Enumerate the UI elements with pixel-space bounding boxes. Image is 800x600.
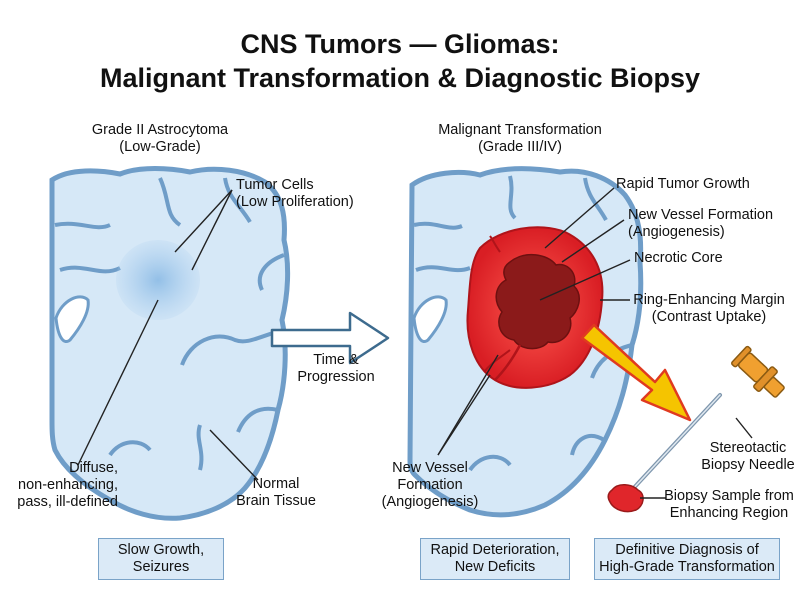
right-brain	[407, 166, 644, 518]
needle-line2: Biopsy Needle	[701, 457, 795, 473]
new-vessel-line1: New Vessel Formation	[628, 207, 774, 223]
title-line-1: CNS Tumors — Gliomas:	[240, 29, 560, 59]
rapid-deterioration-line1: Rapid Deterioration,	[430, 542, 560, 558]
vessel-bottom-line2: Formation	[397, 477, 463, 493]
diffuse-label: Diffuse, non-enhancing, pass, ill-define…	[8, 460, 118, 511]
diffuse-line3: pass, ill-defined	[17, 494, 118, 510]
diffuse-line1: Diffuse,	[69, 460, 118, 476]
slow-growth-line1: Slow Growth,	[117, 542, 205, 558]
vessel-bottom-line3: (Angiogenesis)	[381, 494, 479, 510]
normal-tissue-line2: Brain Tissue	[236, 493, 316, 509]
time-line2: Progression	[297, 369, 375, 385]
rapid-growth-label: Rapid Tumor Growth	[616, 176, 750, 192]
right-heading: Malignant Transformation (Grade III/IV)	[420, 122, 620, 156]
definitive-diagnosis-line2: High-Grade Transformation	[599, 559, 775, 575]
time-line1: Time &	[313, 352, 359, 368]
rapid-deterioration-line2: New Deficits	[454, 559, 536, 575]
new-vessel-line2: (Angiogenesis)	[628, 224, 725, 240]
ring-margin-line1: Ring-Enhancing Margin	[633, 292, 785, 308]
slow-growth-line2: Seizures	[132, 559, 190, 575]
normal-tissue-label: Normal Brain Tissue	[226, 476, 326, 510]
biopsy-needle	[607, 345, 785, 513]
biopsy-arrow	[580, 323, 692, 422]
definitive-diagnosis-line1: Definitive Diagnosis of	[615, 542, 759, 558]
normal-tissue-line1: Normal	[252, 476, 300, 492]
necrotic-core-label: Necrotic Core	[634, 250, 723, 266]
tumor-cells-label: Tumor Cells (Low Proliferation)	[236, 177, 396, 211]
tumor-cells-line2: (Low Proliferation)	[236, 194, 354, 210]
vessel-bottom-line1: New Vessel	[392, 460, 468, 476]
rapid-deterioration-box: Rapid Deterioration, New Deficits	[420, 538, 570, 580]
left-heading-line1: Grade II Astrocytoma	[91, 122, 229, 138]
sample-line2: Enhancing Region	[669, 505, 789, 521]
needle-label: Stereotactic Biopsy Needle	[700, 440, 796, 474]
title-line-2: Malignant Transformation & Diagnostic Bi…	[99, 63, 701, 93]
needle-line1: Stereotactic	[709, 440, 787, 456]
right-heading-line1: Malignant Transformation	[438, 122, 602, 138]
left-heading-line2: (Low-Grade)	[119, 139, 201, 155]
new-vessel-label: New Vessel Formation (Angiogenesis)	[628, 207, 798, 241]
right-heading-line2: (Grade III/IV)	[478, 139, 562, 155]
tumor-cells-line1: Tumor Cells	[236, 177, 314, 193]
definitive-diagnosis-box: Definitive Diagnosis of High-Grade Trans…	[594, 538, 780, 580]
ring-margin-line2: (Contrast Uptake)	[651, 309, 767, 325]
left-heading: Grade II Astrocytoma (Low-Grade)	[72, 122, 248, 156]
progression-arrow	[270, 311, 390, 365]
sample-line1: Biopsy Sample from	[664, 488, 794, 504]
left-brain	[49, 166, 291, 521]
diffuse-line2: non-enhancing,	[18, 477, 118, 493]
ring-margin-label: Ring-Enhancing Margin (Contrast Uptake)	[624, 292, 794, 326]
sample-label: Biopsy Sample from Enhancing Region	[660, 488, 798, 522]
slow-growth-box: Slow Growth, Seizures	[98, 538, 224, 580]
time-progression-label: Time & Progression	[286, 352, 386, 386]
vessel-bottom-label: New Vessel Formation (Angiogenesis)	[370, 460, 490, 511]
